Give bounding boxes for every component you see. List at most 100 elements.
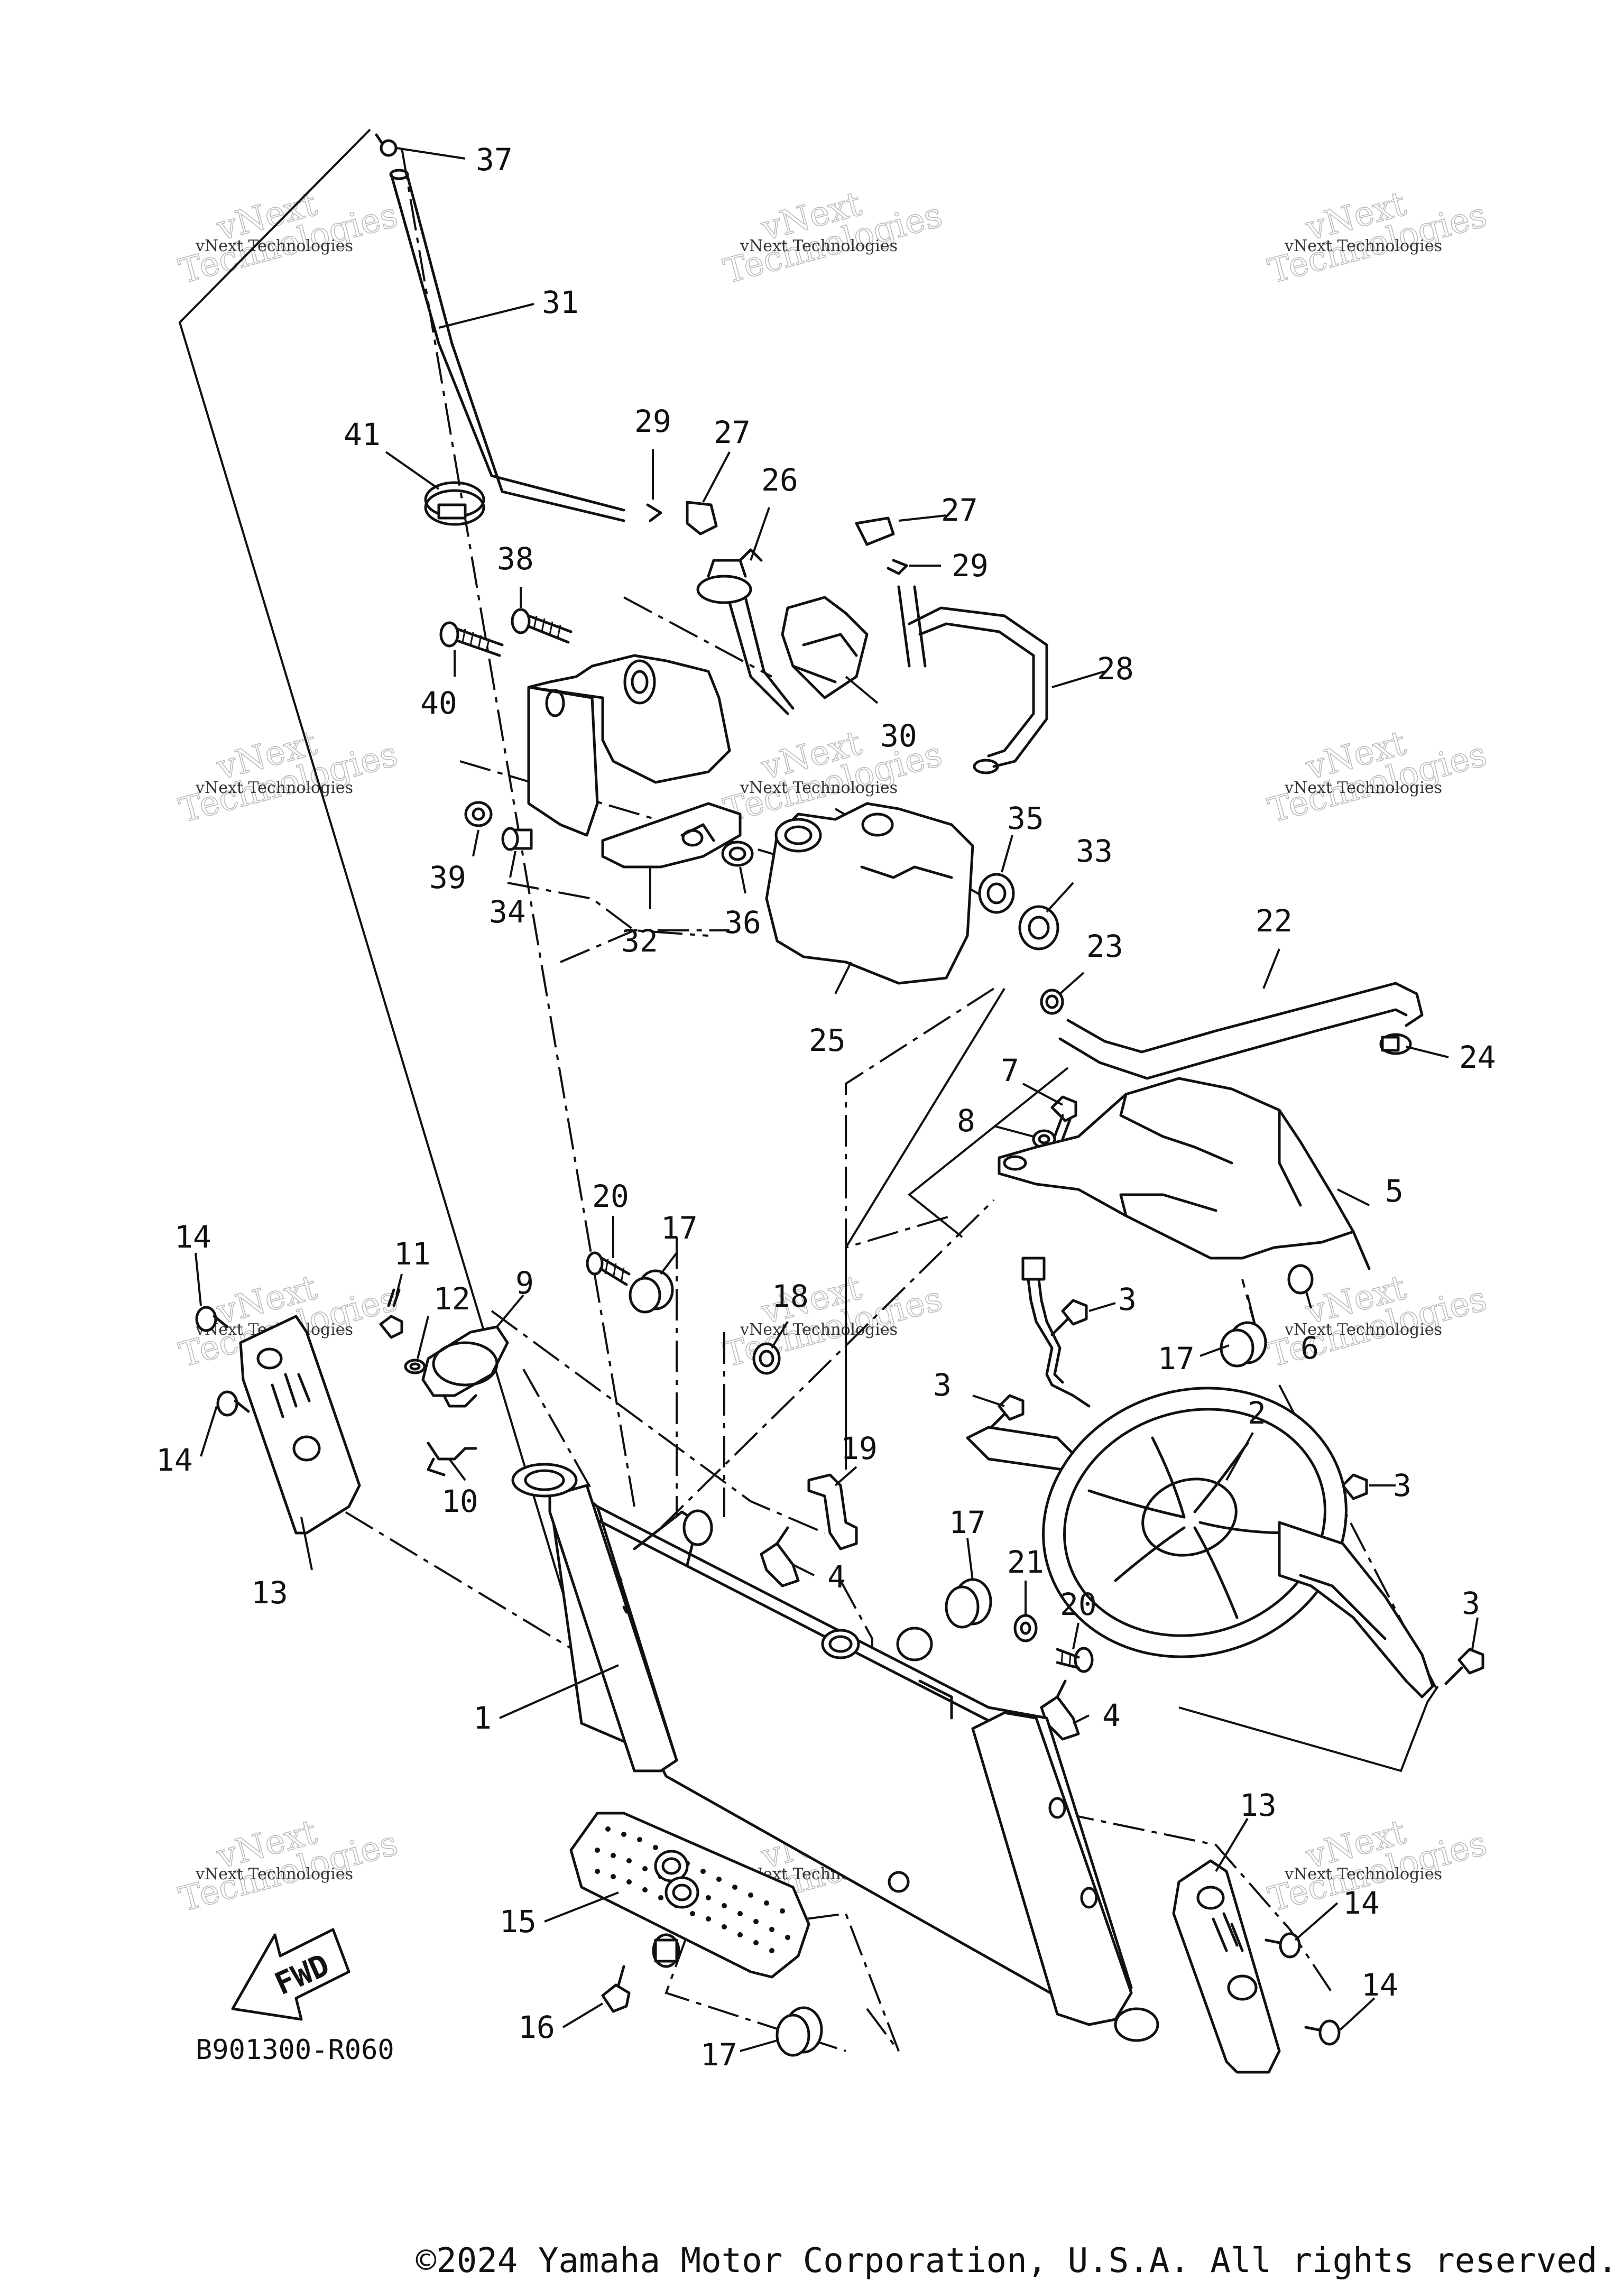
bolt-14d [1304, 2019, 1341, 2046]
callout: 3 [1393, 1467, 1411, 1503]
callout: 32 [621, 923, 658, 959]
callout: 40 [420, 685, 457, 721]
callout: 3 [933, 1367, 952, 1403]
callout: 36 [724, 904, 761, 940]
radiator-hose-22 [1058, 982, 1424, 1080]
bolt-20b [1056, 1647, 1094, 1673]
collar-33 [1018, 905, 1059, 950]
callout: 4 [827, 1559, 846, 1595]
watermark-label: vNext Technologies [740, 779, 898, 797]
callout-leaders [195, 147, 1479, 2052]
bolt-11 [379, 1288, 403, 1339]
callout: 5 [1385, 1173, 1404, 1209]
watermark-label: vNext Technologies [740, 1321, 898, 1339]
bolt-14b [216, 1390, 250, 1417]
callout: 41 [344, 417, 381, 453]
callout: 25 [809, 1022, 846, 1058]
callout: 33 [1076, 833, 1113, 869]
hose-clamp-41 [424, 481, 485, 526]
bolt-14a [195, 1306, 229, 1332]
collar-18 [752, 1342, 781, 1375]
side-cover-13a [239, 1315, 361, 1535]
bolt-40 [439, 621, 504, 657]
callout: 23 [1086, 928, 1123, 964]
washer-21 [1013, 1614, 1038, 1642]
fwd-arrow-icon: FWD [231, 1928, 350, 2021]
callout: 4 [1102, 1697, 1121, 1733]
washer-12 [404, 1359, 426, 1374]
breather-hose-31 [389, 169, 625, 522]
bolt-7 [1050, 1095, 1077, 1141]
callout: 13 [1240, 1787, 1277, 1823]
watermark-label: vNext Technologies [195, 237, 353, 255]
callout: 2 [1248, 1395, 1266, 1431]
watermark-label: vNext Technologies [1284, 1865, 1442, 1883]
reservoir-cap-26 [696, 548, 795, 715]
watermark: vNext Technologies [175, 184, 402, 292]
bolt-3b [987, 1394, 1025, 1432]
collar-17e [652, 1933, 680, 1968]
copyright-notice: ©2024 Yamaha Motor Corporation, U.S.A. A… [416, 2241, 1618, 2280]
watermark: vNext Technologies [175, 723, 402, 831]
grommet-6 [1287, 1264, 1314, 1295]
callout: 17 [949, 1504, 986, 1540]
overflow-hose-28 [897, 585, 1048, 774]
fan-cover-5 [998, 1077, 1371, 1270]
watermark: vNext Technologies [719, 184, 947, 292]
callout: 17 [700, 2037, 737, 2073]
grommet-17b [1220, 1321, 1267, 1368]
watermark-label: vNext Technologies [1284, 1321, 1442, 1339]
tank-bracket [527, 654, 731, 837]
watermark: vNext Technologies [1264, 1268, 1491, 1375]
washer-39 [464, 801, 493, 827]
radiator-cap-9 [421, 1325, 509, 1408]
callout: 28 [1097, 651, 1134, 687]
callout: 24 [1459, 1039, 1496, 1075]
watermark-label: vNext Technologies [195, 1865, 353, 1883]
watermark: vNext Technologies [175, 1812, 402, 1920]
callout: 9 [515, 1265, 534, 1301]
clip-37 [375, 133, 398, 157]
callout: 31 [542, 284, 579, 320]
grommet-17c [945, 1578, 992, 1629]
callout: 6 [1300, 1330, 1319, 1366]
bolt-lower-fixing [888, 1871, 910, 1893]
bolt-3d [1444, 1648, 1484, 1685]
watermark-label: vNext Technologies [195, 779, 353, 797]
elbow-27b [855, 516, 895, 546]
callout: 14 [156, 1442, 193, 1478]
callout: 3 [1118, 1281, 1137, 1317]
callout: 19 [841, 1430, 878, 1466]
bolt-38 [511, 608, 573, 644]
grommet-17 [629, 1269, 674, 1314]
watermark-label: vNext Technologies [740, 237, 898, 255]
grommet-35 [978, 873, 1015, 914]
callout: 18 [772, 1278, 809, 1314]
elbow-27 [686, 501, 718, 535]
callout: 27 [941, 492, 978, 528]
callout: 26 [761, 462, 798, 498]
callout: 20 [592, 1178, 629, 1214]
bracket-32 [601, 802, 742, 869]
callout: 17 [661, 1210, 698, 1246]
fan-2 [966, 1387, 1434, 1698]
guard-15 [569, 1812, 810, 1979]
callout: 10 [441, 1483, 478, 1519]
diagram-code: B901300-R060 [196, 2034, 394, 2066]
callout: 27 [714, 414, 751, 450]
callout: 22 [1256, 903, 1293, 939]
callout: 12 [433, 1281, 470, 1317]
callout: 29 [634, 403, 671, 439]
callout: 21 [1007, 1544, 1044, 1580]
callout: 39 [429, 860, 466, 895]
callout: 37 [476, 142, 513, 178]
callout: 1 [473, 1700, 492, 1736]
callout: 8 [957, 1103, 975, 1139]
callout: 14 [174, 1219, 211, 1255]
hose-clamp-23 [1040, 989, 1064, 1015]
side-cover-13b [1172, 1859, 1281, 2074]
clip-4a [760, 1526, 800, 1587]
callout: 20 [1060, 1586, 1097, 1622]
bolt-3a [1050, 1299, 1088, 1336]
